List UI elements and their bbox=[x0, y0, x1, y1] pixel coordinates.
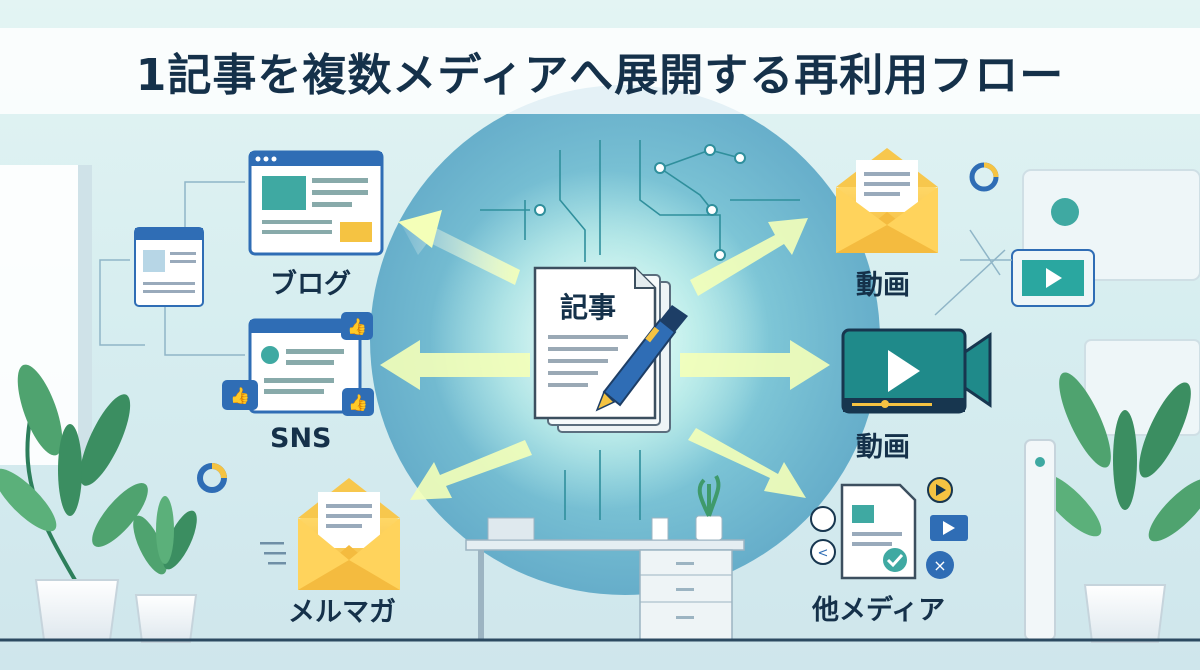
page-title: 1記事を複数メディアへ展開する再利用フロー bbox=[135, 50, 1065, 101]
right-tower bbox=[1024, 439, 1056, 641]
svg-text:<: < bbox=[818, 546, 829, 561]
circuit-lines bbox=[480, 140, 800, 520]
newsletter-envelope-icon bbox=[260, 478, 400, 590]
small-left-plant bbox=[133, 496, 198, 643]
svg-text:👍: 👍 bbox=[230, 386, 250, 405]
center-article-label: 記事 bbox=[560, 291, 617, 324]
svg-text:👍: 👍 bbox=[348, 393, 368, 412]
arrow-to-blog bbox=[398, 210, 520, 285]
donut-chart-decoration bbox=[197, 463, 227, 493]
arrow-to-video-mid bbox=[680, 340, 830, 390]
desk-illustration bbox=[465, 474, 745, 641]
node-label-other: 他メディア bbox=[812, 595, 946, 626]
other-media-icon: × < bbox=[810, 477, 968, 580]
svg-text:×: × bbox=[933, 556, 946, 575]
arrow-to-video-top bbox=[690, 218, 808, 296]
left-plant bbox=[0, 364, 148, 641]
title-bar: 1記事を複数メディアへ展開する再利用フロー bbox=[0, 28, 1200, 114]
svg-text:👍: 👍 bbox=[347, 317, 367, 336]
node-label-video-top: 動画 bbox=[856, 270, 910, 301]
article-document-icon bbox=[533, 266, 688, 433]
arrow-to-sns bbox=[380, 340, 530, 390]
video-camera-icon bbox=[841, 328, 992, 414]
arrow-to-other bbox=[688, 428, 806, 498]
node-label-video-mid: 動画 bbox=[856, 432, 910, 463]
video-top-envelope-icon bbox=[836, 148, 938, 253]
small-browser-icon bbox=[134, 227, 204, 307]
node-label-newsletter: メルマガ bbox=[288, 597, 396, 628]
blog-icon bbox=[248, 150, 384, 256]
node-label-sns: SNS bbox=[270, 423, 332, 454]
sns-icon: 👍 👍 👍 bbox=[222, 312, 374, 416]
left-window-frame bbox=[78, 165, 92, 465]
node-label-blog: ブログ bbox=[270, 269, 351, 300]
circuit-nodes bbox=[534, 144, 746, 261]
arrow-to-newsletter bbox=[410, 440, 532, 500]
